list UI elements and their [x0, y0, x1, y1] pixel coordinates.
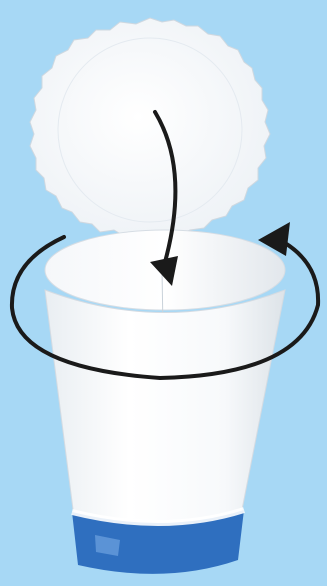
cup-lid: [30, 18, 270, 252]
cup-body: [45, 290, 285, 574]
